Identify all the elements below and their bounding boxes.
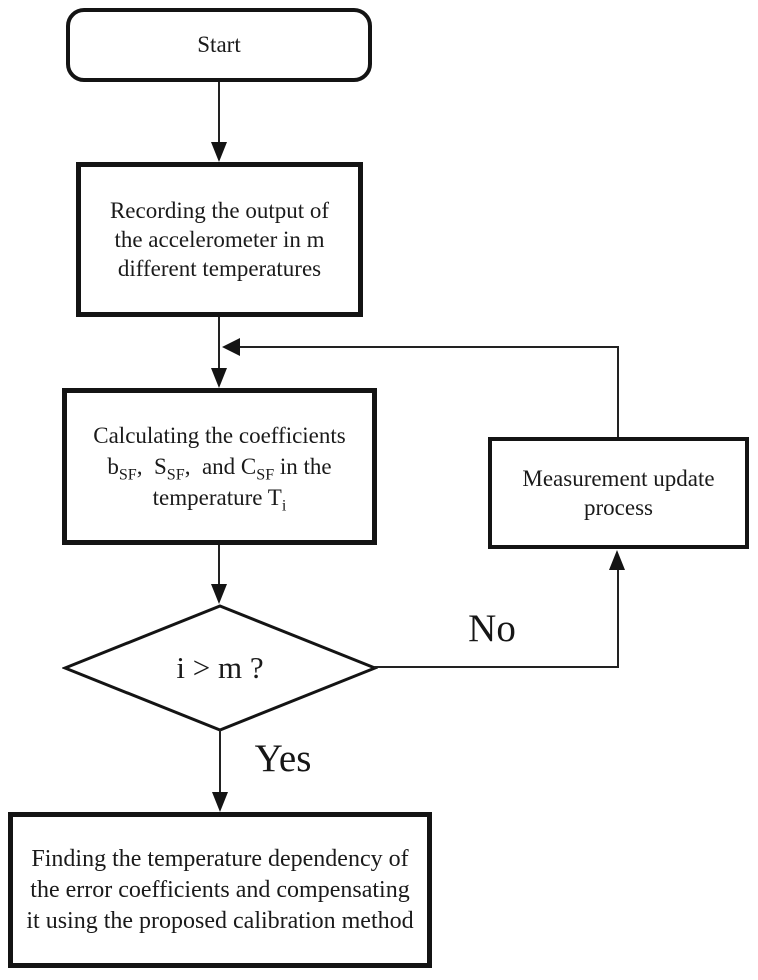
calculating-node-line: Calculating the coefficients bbox=[93, 423, 346, 448]
start-node: Start bbox=[66, 8, 372, 82]
arrowhead-down-icon bbox=[211, 584, 227, 604]
measurement-node-line: Measurement update bbox=[522, 466, 715, 491]
decision-label: i > m ? bbox=[176, 650, 264, 685]
recording-node-line: the accelerometer in m bbox=[114, 227, 325, 252]
arrowhead-down-icon bbox=[212, 792, 228, 812]
edge-no-horizontal-line bbox=[374, 666, 619, 668]
calculating-node: Calculating the coefficients bSF, SSF, a… bbox=[62, 388, 377, 545]
recording-node-line: Recording the output of bbox=[109, 198, 330, 223]
measurement-node-line: process bbox=[584, 495, 653, 520]
arrowhead-down-icon bbox=[211, 368, 227, 388]
edge-no-vertical-line bbox=[617, 570, 619, 668]
finding-node-line: the error coefficients and compensating bbox=[30, 876, 410, 903]
start-node-label: Start bbox=[197, 32, 241, 57]
calculating-node-line: bSF, SSF, and CSF in the bbox=[107, 454, 332, 484]
calculating-node-line: temperature Ti bbox=[152, 485, 287, 515]
edge-feedback-horizontal-line bbox=[239, 346, 619, 348]
finding-node-line: Finding the temperature dependency of bbox=[31, 845, 409, 872]
recording-node: Recording the output of the acceleromete… bbox=[76, 162, 363, 317]
measurement-node: Measurement update process bbox=[488, 437, 749, 549]
finding-node-line: it using the proposed calibration method bbox=[26, 907, 414, 934]
edge-feedback-vertical-line bbox=[617, 346, 619, 438]
edge-calculating-to-decision-line bbox=[218, 545, 220, 585]
edge-recording-to-calculating-line bbox=[218, 317, 220, 369]
arrowhead-down-icon bbox=[211, 142, 227, 162]
arrowhead-up-icon bbox=[609, 550, 625, 570]
edge-yes-vertical-line bbox=[219, 730, 221, 793]
recording-node-line: different temperatures bbox=[117, 256, 322, 281]
arrowhead-left-icon bbox=[222, 338, 240, 356]
no-edge-label: No bbox=[468, 607, 516, 650]
edge-start-to-recording-line bbox=[218, 82, 220, 143]
yes-edge-label: Yes bbox=[254, 737, 312, 780]
finding-node: Finding the temperature dependency of th… bbox=[8, 812, 432, 968]
